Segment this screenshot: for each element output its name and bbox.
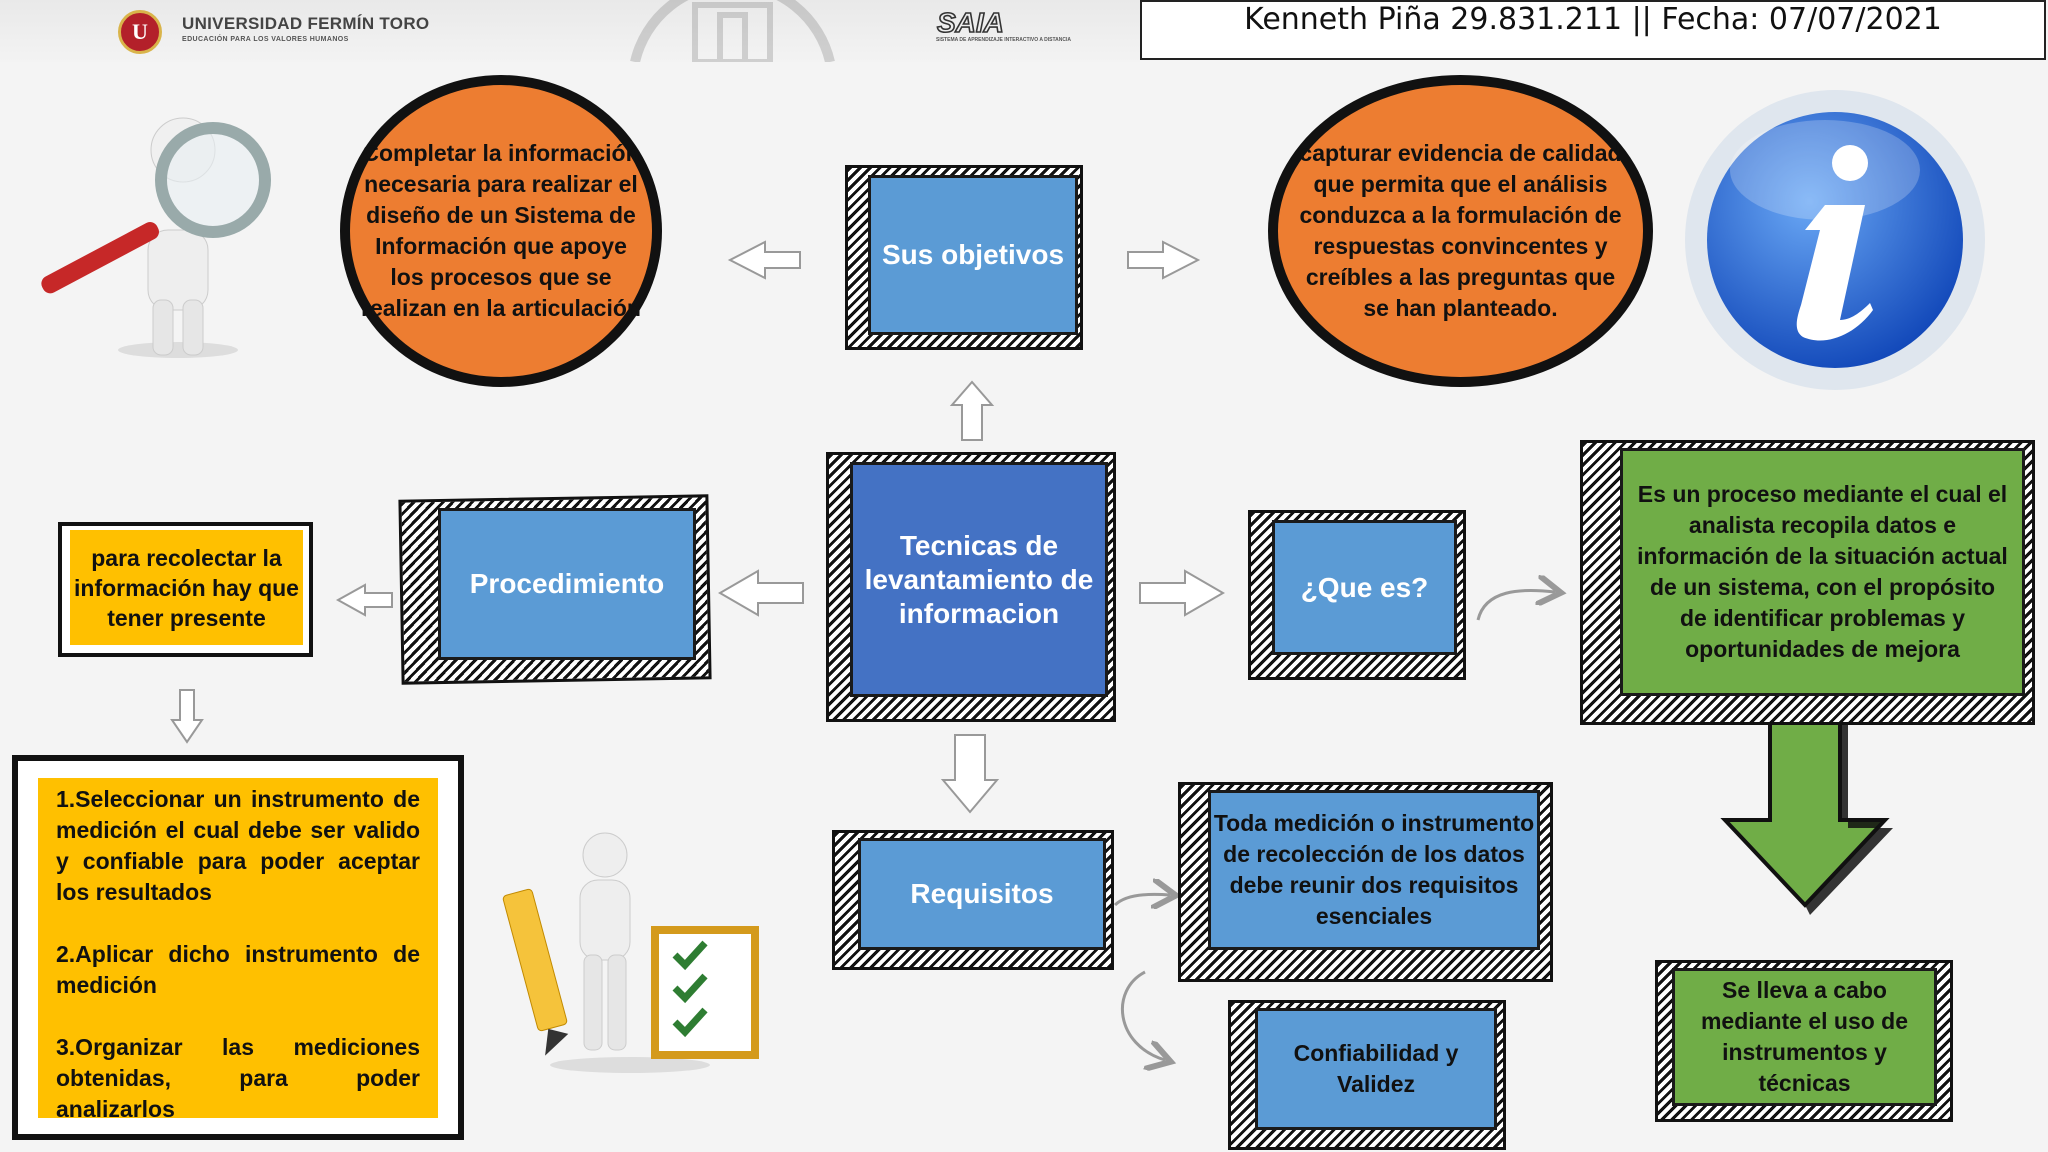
procedimiento-note: para recolectar la información hay que t… [70,530,303,645]
arrow-up-objetivos [949,380,995,441]
description-text: Toda medición o instrumento de recolecci… [1213,810,1535,929]
arrow-left-objetivos [727,240,801,280]
university-tagline: EDUCACIÓN PARA LOS VALORES HUMANOS [182,36,349,43]
arrow-curved-result [1121,970,1165,1060]
method-box: Se lleva a cabo mediante el uso de instr… [1672,968,1937,1106]
steps-box: 1.Seleccionar un instrumento de medición… [38,778,438,1122]
procedimiento-note-text: para recolectar la información hay que t… [74,544,299,631]
objetivos-label: Sus objetivos [881,239,1065,270]
que-es-label: ¿Que es? [1300,571,1429,603]
header-band [0,0,1140,62]
university-watermark-icon [630,0,835,62]
method-text: Se lleva a cabo mediante el uso de instr… [1700,977,1909,1096]
svg-text:SAIA: SAIA [937,10,1004,36]
objetivos-right-text: capturar evidencia de calidad que permit… [1299,140,1622,321]
objetivos-right-oval: capturar evidencia de calidad que permit… [1268,75,1653,387]
arrow-down-requisitos [940,734,1000,814]
university-name: UNIVERSIDAD FERMÍN TORO [182,14,430,33]
result-text: Confiabilidad y Validez [1293,1040,1459,1097]
objetivos-left-text: Completar la información necesaria para … [361,140,641,321]
definition-box: Es un proceso mediante el cual el analis… [1620,448,2025,696]
arrow-down-green [1720,698,1890,908]
magnifier-figure-icon [41,117,271,358]
arrow-left-note [335,583,393,617]
step-2: 2.Aplicar dicho instrumento de medición [56,941,420,998]
arrow-right-que-es [1139,569,1225,617]
saia-logo-icon: SAIA [936,10,1005,36]
arrow-down-steps [170,689,204,744]
description-box: Toda medición o instrumento de recolecci… [1208,790,1540,950]
center-title-box: Tecnicas de levantamiento de informacion [850,462,1108,697]
arrow-curved-description [1113,894,1170,905]
objetivos-left-oval: Completar la información necesaria para … [340,75,662,387]
checklist-figure-icon [502,832,759,1073]
requisitos-box: Requisitos [858,838,1106,950]
arrow-curved-definition [1476,590,1555,621]
requisitos-label: Requisitos [910,878,1054,909]
procedimiento-label: Procedimiento [469,568,665,599]
arrow-right-objetivos [1127,240,1201,280]
info-icon [1685,90,1985,390]
procedimiento-box: Procedimiento [438,508,696,660]
arrow-left-procedimiento [718,569,804,617]
que-es-box: ¿Que es? [1272,520,1457,655]
step-3: 3.Organizar las mediciones obtenidas, pa… [56,1034,420,1122]
objetivos-box: Sus objetivos [868,175,1078,335]
author-box: Kenneth Piña 29.831.211 || Fecha: 07/07/… [1140,0,2046,60]
result-box: Confiabilidad y Validez [1255,1008,1497,1130]
university-seal-icon: U [118,10,162,54]
center-title: Tecnicas de levantamiento de informacion [864,529,1094,629]
definition-text: Es un proceso mediante el cual el analis… [1637,481,2008,662]
author-line: Kenneth Piña 29.831.211 || Fecha: 07/07/… [1244,2,1942,37]
saia-tagline: SISTEMA DE APRENDIZAJE INTERACTIVO A DIS… [936,37,1072,43]
step-1: 1.Seleccionar un instrumento de medición… [56,786,420,905]
